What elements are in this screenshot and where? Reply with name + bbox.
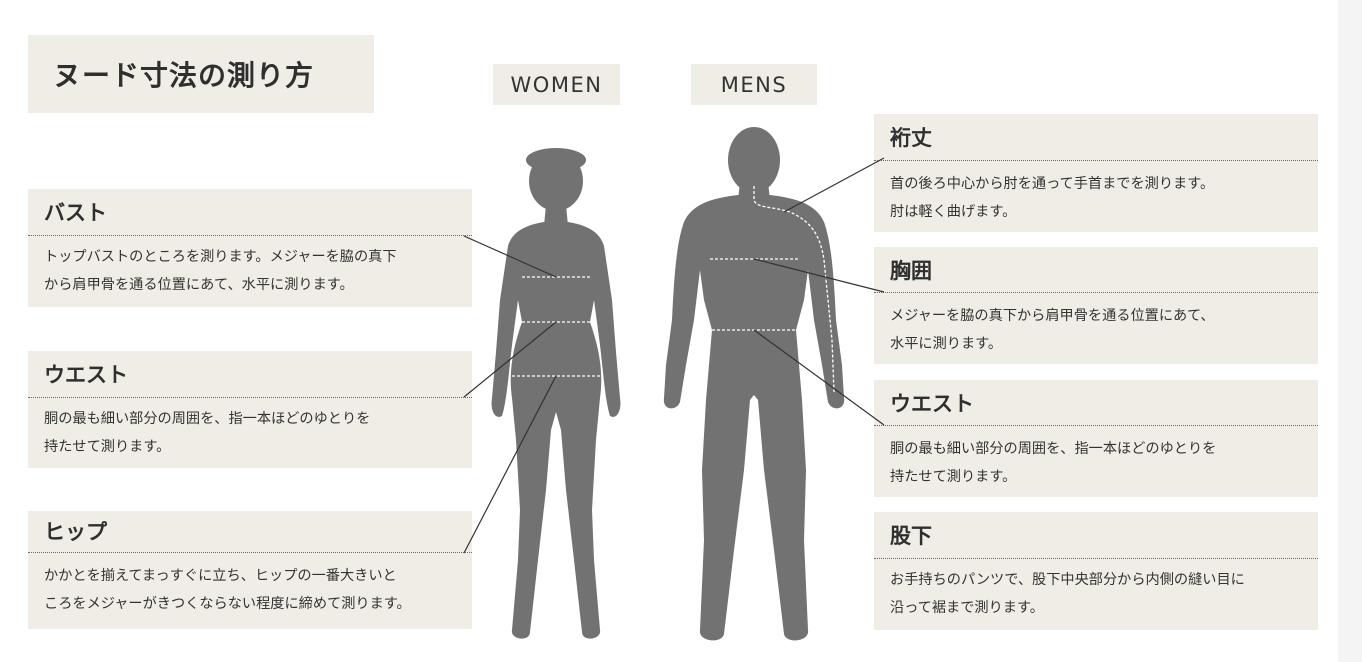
card-women-bust: バスト トップバストのところを測ります。メジャーを脇の真下 から肩甲骨を通る位置…: [28, 189, 472, 307]
card-body-line: 水平に測ります。: [890, 336, 1003, 352]
card-title: バスト: [44, 201, 107, 225]
leader-lines: [463, 157, 885, 554]
card-women-hip: ヒップ かかとを揃えてまっすぐに立ち、ヒップの一番大きいと ころをメジャーがきつ…: [28, 511, 472, 629]
card-men-inseam: 股下 お手持ちのパンツで、股下中央部分から内側の縫い目に 沿って裾まで測ります。: [874, 512, 1318, 630]
card-men-chest: 胸囲 メジャーを脇の真下から肩甲骨を通る位置にあて、 水平に測ります。: [874, 247, 1318, 364]
dotted-divider: [874, 425, 1318, 426]
leader-line-men-waist: [753, 329, 885, 426]
card-title: 胸囲: [890, 259, 932, 283]
leader-line-chest: [753, 258, 885, 293]
right-margin-strip: [1338, 0, 1362, 662]
card-body-line: 胴の最も細い部分の周囲を、指一本ほどのゆとりを: [890, 441, 1217, 457]
leader-line-bust: [463, 235, 557, 278]
page-title: ヌード寸法の測り方: [28, 35, 374, 113]
leader-line-waist: [463, 321, 557, 398]
card-body-line: 首の後ろ中心から肘を通って手首までを測ります。: [890, 176, 1215, 192]
card-title: 股下: [890, 524, 932, 548]
women-label: WOMEN: [493, 64, 620, 105]
sleeve-measure-line: [753, 186, 835, 393]
card-body-line: 沿って裾まで測ります。: [890, 600, 1044, 616]
card-body-line: かかとを揃えてまっすぐに立ち、ヒップの一番大きいと: [44, 568, 397, 584]
card-body: トップバストのところを測ります。メジャーを脇の真下 から肩甲骨を通る位置にあて、…: [44, 243, 462, 299]
men-label: MENS: [691, 64, 817, 105]
card-body-line: 肘は軽く曲げます。: [890, 204, 1017, 220]
card-body-line: 胴の最も細い部分の周囲を、指一本ほどのゆとりを: [44, 411, 371, 427]
dotted-divider: [874, 160, 1318, 161]
card-title: ヒップ: [44, 520, 107, 544]
woman-measure-lines: [512, 276, 600, 377]
card-body: かかとを揃えてまっすぐに立ち、ヒップの一番大きいと ころをメジャーがきつくならな…: [44, 562, 462, 618]
card-men-sleeve-length: 裄丈 首の後ろ中心から肘を通って手首までを測ります。 肘は軽く曲げます。: [874, 114, 1318, 232]
dotted-divider: [28, 552, 472, 553]
card-men-waist: ウエスト 胴の最も細い部分の周囲を、指一本ほどのゆとりを 持たせて測ります。: [874, 380, 1318, 497]
card-body: メジャーを脇の真下から肩甲骨を通る位置にあて、 水平に測ります。: [890, 302, 1308, 358]
card-body-line: メジャーを脇の真下から肩甲骨を通る位置にあて、: [890, 308, 1215, 324]
leader-line-sleeve: [783, 157, 885, 213]
card-women-waist: ウエスト 胴の最も細い部分の周囲を、指一本ほどのゆとりを 持たせて測ります。: [28, 351, 472, 468]
dotted-divider: [874, 558, 1318, 559]
card-body-line: トップバストのところを測ります。メジャーを脇の真下: [44, 249, 397, 265]
man-silhouette: [663, 127, 845, 641]
card-title: ウエスト: [890, 392, 974, 416]
card-body-line: 持たせて測ります。: [44, 439, 171, 455]
card-body: 胴の最も細い部分の周囲を、指一本ほどのゆとりを 持たせて測ります。: [890, 435, 1308, 491]
woman-silhouette: [491, 148, 621, 639]
card-title: ウエスト: [44, 363, 128, 387]
card-title: 裄丈: [890, 126, 932, 150]
card-body-line: お手持ちのパンツで、股下中央部分から内側の縫い目に: [890, 572, 1245, 588]
dotted-divider: [874, 292, 1318, 293]
dotted-divider: [28, 235, 472, 236]
card-body-line: から肩甲骨を通る位置にあて、水平に測ります。: [44, 277, 354, 293]
card-body-line: 持たせて測ります。: [890, 469, 1017, 485]
leader-line-hip: [463, 375, 557, 554]
card-body: お手持ちのパンツで、股下中央部分から内側の縫い目に 沿って裾まで測ります。: [890, 566, 1308, 622]
dotted-divider: [28, 397, 472, 398]
card-body: 胴の最も細い部分の周囲を、指一本ほどのゆとりを 持たせて測ります。: [44, 405, 462, 461]
card-body-line: ころをメジャーがきつくならない程度に締めて測ります。: [44, 596, 411, 612]
card-body: 首の後ろ中心から肘を通って手首までを測ります。 肘は軽く曲げます。: [890, 170, 1308, 226]
